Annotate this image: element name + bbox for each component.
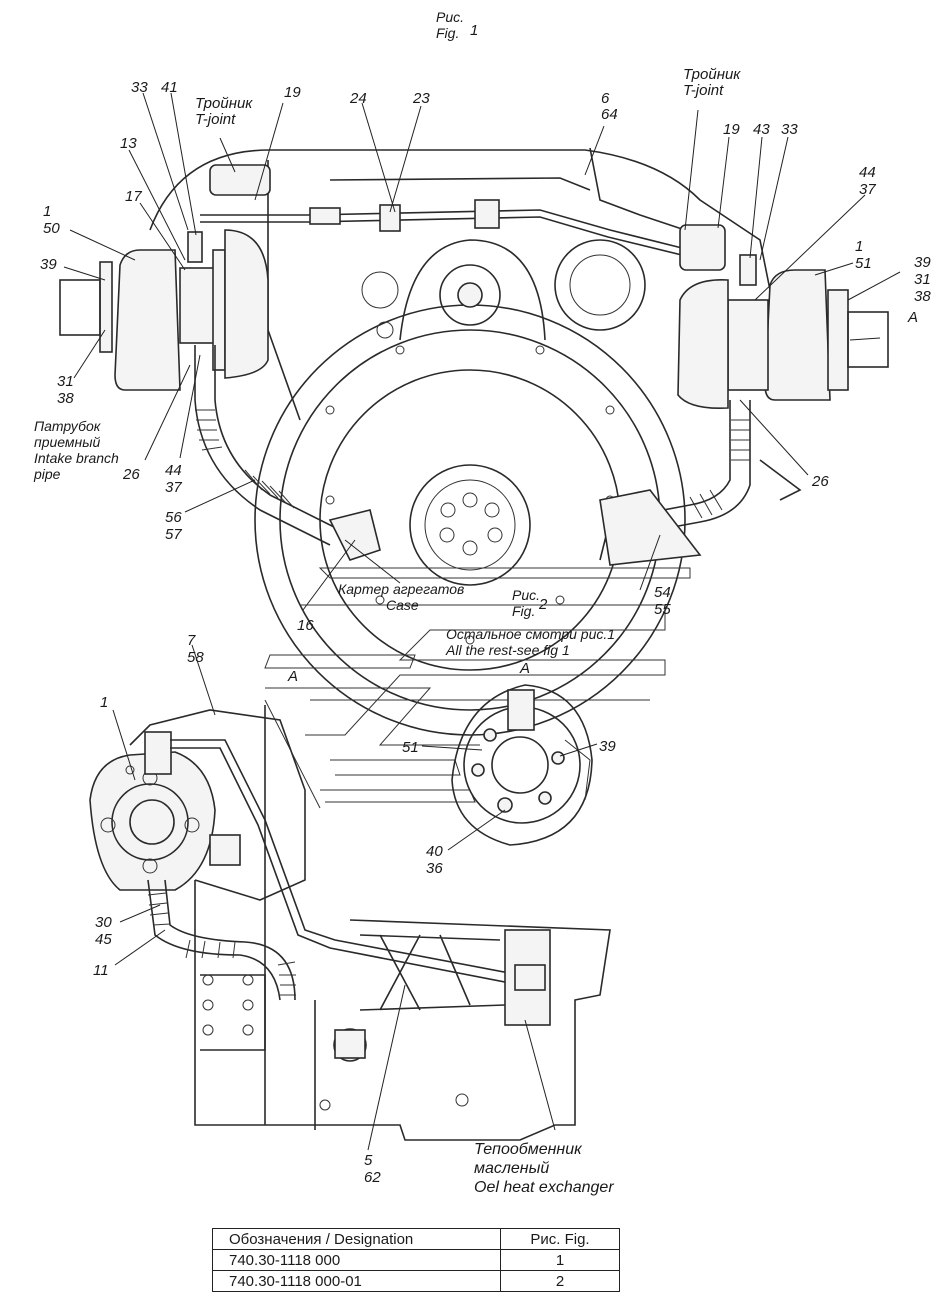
callout-51: 51 xyxy=(402,739,419,756)
fig1-number: 1 xyxy=(470,22,479,39)
turbocharger-left xyxy=(59,164,271,391)
fig2-caption: Рис. Fig. xyxy=(512,587,541,619)
callout-39: 39 xyxy=(40,256,57,273)
callout-19-right: 19 xyxy=(723,121,740,138)
table-row: 740.30-1118 000 1 xyxy=(212,1249,620,1271)
table-cell-designation: 740.30-1118 000 xyxy=(212,1249,501,1271)
callout-19: 19 xyxy=(284,84,301,101)
callout-43: 43 xyxy=(753,121,770,138)
callout-13: 13 xyxy=(120,135,137,152)
view-a-label: A xyxy=(908,309,919,326)
callout-44-37-left: 44 37 xyxy=(165,462,182,496)
detail-view-a xyxy=(451,684,593,846)
callout-39-31-38: 39 31 38 xyxy=(914,254,931,305)
table-row: 740.30-1118 000-01 2 xyxy=(212,1270,620,1292)
table-header-row: Обозначения / Designation Рис. Fig. xyxy=(212,1228,620,1250)
callout-56-57: 56 57 xyxy=(165,509,182,543)
callout-1-50: 1 50 xyxy=(43,203,60,237)
callout-11: 11 xyxy=(93,962,109,979)
designation-table: Обозначения / Designation Рис. Fig. 740.… xyxy=(212,1228,620,1292)
fig1-caption: Рис. Fig. xyxy=(436,9,465,41)
callout-44-37: 44 37 xyxy=(859,164,876,198)
callout-1-fig2: 1 xyxy=(100,694,109,711)
callout-5-62: 5 62 xyxy=(364,1152,381,1186)
callout-31-38: 31 38 xyxy=(57,373,74,407)
callout-6-64: 6 64 xyxy=(601,90,618,123)
callout-33-right: 33 xyxy=(781,121,798,138)
table-cell-designation: 740.30-1118 000-01 xyxy=(212,1270,501,1292)
callout-24: 24 xyxy=(350,90,367,107)
callout-33: 33 xyxy=(131,79,148,96)
leader-lines xyxy=(63,92,901,1151)
view-a-label-fig2: A xyxy=(288,668,299,685)
callout-7-58: 7 58 xyxy=(187,632,204,666)
callout-26: 26 xyxy=(123,466,140,483)
callout-16: 16 xyxy=(297,617,314,634)
callout-40-36: 40 36 xyxy=(426,843,443,877)
view-a-arrow xyxy=(264,567,691,809)
callout-26-right: 26 xyxy=(812,473,829,490)
figure-1-engine-rear xyxy=(59,147,889,736)
turbocharger-right xyxy=(677,224,889,410)
figure-2-side-view xyxy=(89,705,611,1141)
callout-1-51: 1 51 xyxy=(855,238,872,272)
callout-30-45: 30 45 xyxy=(95,914,112,948)
table-cell-fig: 2 xyxy=(500,1270,620,1292)
turbocharger-side xyxy=(89,731,241,891)
table-header-designation: Обозначения / Designation xyxy=(212,1228,501,1250)
fig2-number: 2 xyxy=(539,596,548,613)
callout-41: 41 xyxy=(161,79,178,96)
callout-54-55: 54 55 xyxy=(654,584,671,618)
view-a-label-detail: A xyxy=(520,660,531,677)
callout-17: 17 xyxy=(125,188,142,205)
table-cell-fig: 1 xyxy=(500,1249,620,1271)
callout-39-detail: 39 xyxy=(599,738,616,755)
callout-23: 23 xyxy=(413,90,430,107)
table-header-fig: Рис. Fig. xyxy=(500,1228,620,1250)
